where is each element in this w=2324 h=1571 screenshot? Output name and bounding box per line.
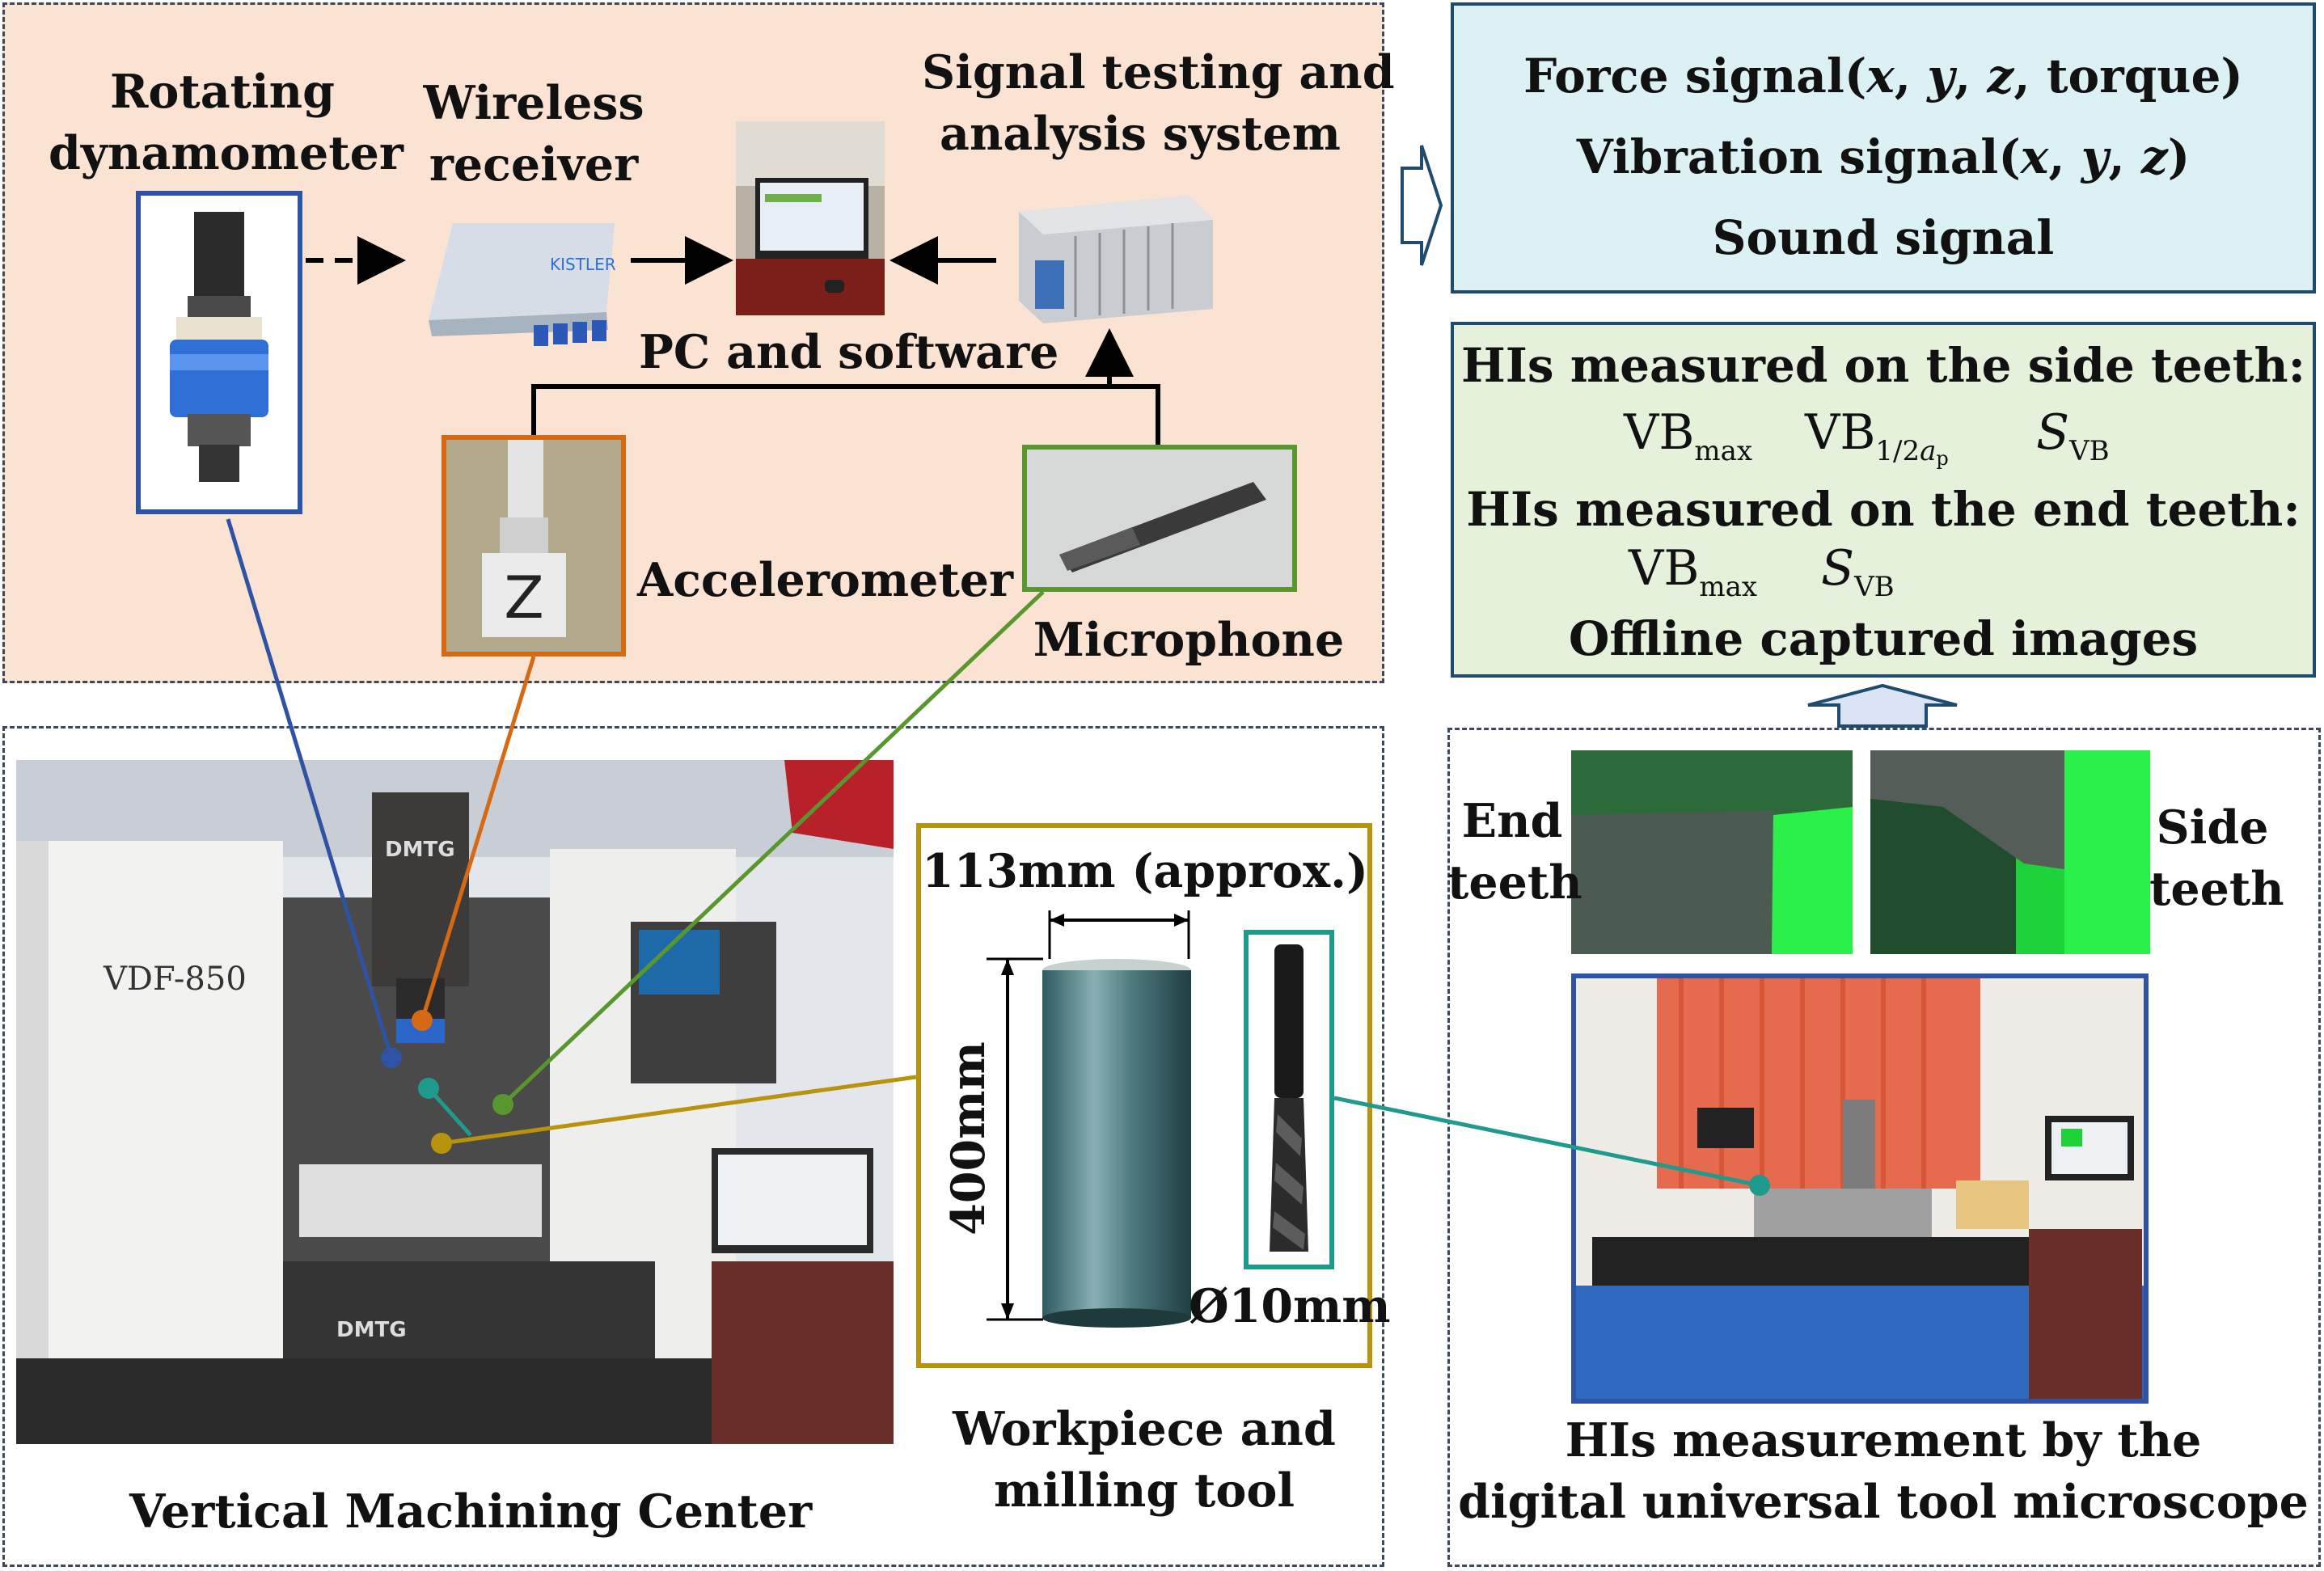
side-teeth-label-line2: teeth xyxy=(2149,862,2284,916)
receiver-label-line2: receiver xyxy=(429,137,639,192)
side-teeth-label-line1: Side xyxy=(2156,800,2269,855)
pc-photo xyxy=(736,121,885,315)
microphone-photo xyxy=(1022,445,1297,592)
dynamometer-label-line1: Rotating xyxy=(110,65,335,119)
pc-label: PC and software xyxy=(639,325,1059,379)
svg-text:KISTLER: KISTLER xyxy=(550,255,616,274)
signal-system-label-line2: analysis system xyxy=(940,107,1341,161)
signal-system-photo xyxy=(1011,188,1216,325)
wireless-receiver-photo: KISTLER xyxy=(420,191,624,353)
length-label: 400mm xyxy=(941,1041,995,1235)
side-teeth-heading: HIs measured on the side teeth: xyxy=(1460,338,2306,393)
microscope-photo xyxy=(1571,973,2149,1404)
dynamometer-photo xyxy=(136,191,302,514)
tool-diameter-label: Ø10mm xyxy=(1189,1279,1391,1333)
side-vbhalf: VB1/2ap xyxy=(1805,404,1949,470)
receiver-label-line1: Wireless xyxy=(423,76,644,130)
end-teeth-label-line2: teeth xyxy=(1447,855,1582,910)
machine-model: VDF-850 xyxy=(104,961,247,998)
end-teeth-heading: HIs measured on the end teeth: xyxy=(1466,482,2301,537)
machine-brand-bottom: DMTG xyxy=(336,1318,407,1342)
to-his-arrow xyxy=(1807,683,1958,728)
side-vbmax: VBmax xyxy=(1624,404,1753,467)
accelerometer-photo: Z xyxy=(442,435,626,657)
microscope-label-line2: digital universal tool microscope xyxy=(1458,1475,2309,1529)
end-teeth-label-line1: End xyxy=(1461,794,1563,848)
microphone-label: Microphone xyxy=(1033,613,1345,667)
machining-center-label: Vertical Machining Center xyxy=(129,1484,813,1539)
workpiece-label-line1: Workpiece and xyxy=(953,1402,1336,1456)
force-signal-text: Force signal(x, y, z, torque) xyxy=(1523,49,2243,103)
his-box xyxy=(1451,322,2316,678)
side-teeth-image xyxy=(1870,750,2150,954)
dynamometer-label-line2: dynamometer xyxy=(49,126,404,180)
milling-tool-photo xyxy=(1255,944,1323,1256)
svg-text:Z: Z xyxy=(504,564,543,631)
end-svb: SVB xyxy=(1821,540,1895,603)
workpiece-photo xyxy=(1040,959,1194,1328)
signal-system-label-line1: Signal testing and xyxy=(922,45,1395,99)
sound-signal-text: Sound signal xyxy=(1712,210,2055,265)
to-signals-arrow xyxy=(1401,145,1443,266)
workpiece-label-line2: milling tool xyxy=(993,1463,1295,1518)
end-vbmax: VBmax xyxy=(1629,540,1758,603)
accelerometer-label: Accelerometer xyxy=(637,553,1014,607)
side-svb: SVB xyxy=(2036,404,2110,467)
end-teeth-image xyxy=(1571,750,1853,954)
machining-center-photo: VDF-850 DMTG DMTG xyxy=(16,760,894,1444)
machine-brand-top: DMTG xyxy=(385,838,455,862)
diameter-label: 113mm (approx.) xyxy=(922,844,1368,898)
microscope-label-line1: HIs measurement by the xyxy=(1565,1413,2202,1468)
offline-images-text: Offline captured images xyxy=(1568,611,2199,666)
vibration-signal-text: Vibration signal(x, y, z) xyxy=(1576,129,2191,184)
signals-box xyxy=(1451,2,2316,294)
